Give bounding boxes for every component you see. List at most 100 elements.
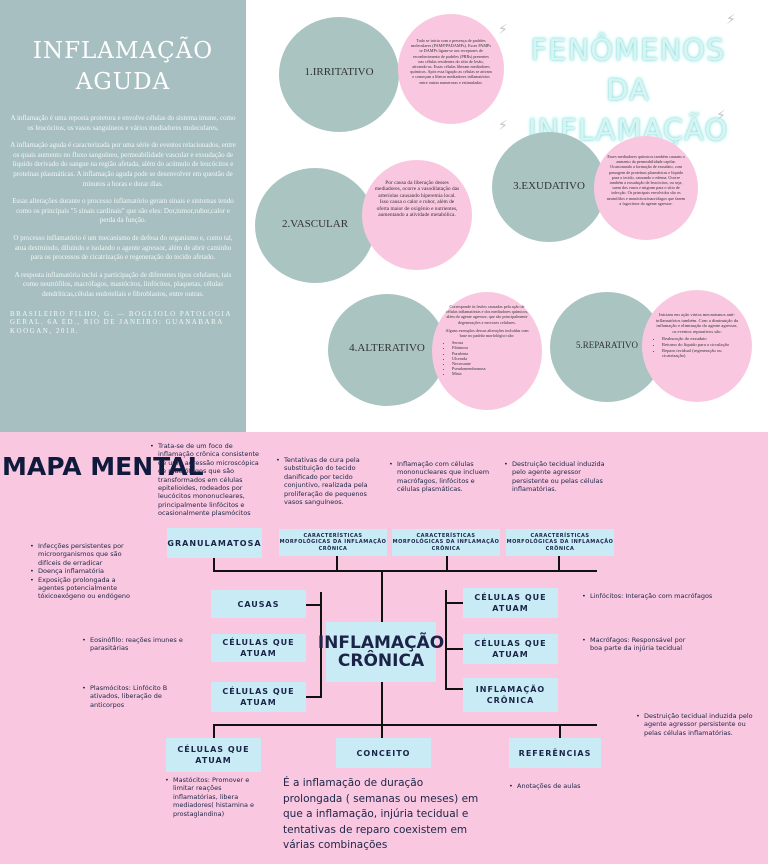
paragraph: O processo inflamatório é um mecanismo d… (13, 233, 233, 262)
note-item: Trata-se de um foco de inflamação crônic… (150, 442, 262, 518)
note-granulomatosa: Trata-se de um foco de inflamação crônic… (150, 442, 262, 518)
connector (213, 724, 215, 740)
connector (336, 556, 338, 572)
morphology-box: CARACTERÍSTICAS MORFOLÓGICAS DA INFLAMAÇ… (279, 529, 387, 556)
phenomenon-alterativo-circle: 4.ALTERATIVO (328, 294, 446, 406)
phenomenon-label: 1.IRRITATIVO (304, 66, 374, 78)
paragraph: A inflamação aguda é caracterizada por u… (10, 141, 236, 188)
phenomenon-irritativo-circle: 1.IRRITATIVO (279, 17, 399, 132)
phenomenon-list: Serosa Fibrinosa Purulenta Ulcerada Necr… (452, 340, 530, 376)
list-item: Serosa (452, 340, 530, 345)
connector (446, 556, 448, 572)
connector (381, 682, 383, 726)
phenomenon-subtitle: Alguns exemplos dessas alterações incluí… (445, 327, 529, 339)
connector (445, 602, 463, 604)
phenomena-title: FENÔMENOS DA INFLAMAÇÃO (528, 33, 729, 147)
note-morphology: Inflamação com células mononucleares que… (389, 460, 499, 494)
phenomenon-description: Iniciam em ação vários mecanismos anti-i… (655, 312, 739, 334)
paragraph: A resposta inflamatória inclui a partici… (14, 270, 232, 298)
connector (306, 604, 322, 606)
connector (306, 696, 322, 698)
reference: BRASILEIRO FILHO, G. — BOGLIOLO PATOLOGI… (10, 309, 232, 335)
phenomenon-exudativo-text-circle: Esses mediadores químicos também causam … (594, 136, 698, 240)
note-item: Anotações de aulas (509, 782, 609, 791)
phenomenon-text: Todo se inicia com a presença de padrões… (410, 38, 492, 85)
phenomenon-alterativo-text-circle: Corresponde às lesões causadas pela ação… (432, 292, 542, 410)
phenomenon-text: Corresponde às lesões causadas pela ação… (444, 304, 530, 377)
note-item: Plasmócitos: Linfócito B ativados, liber… (82, 684, 182, 709)
cells-box: CÉLULAS QUE ATUAM (166, 738, 261, 772)
connector (381, 570, 383, 622)
connector (213, 724, 597, 726)
center-topic: INFLAMAÇÃO CRÔNICA (318, 622, 444, 682)
phenomenon-reparativo-text-circle: Iniciam em ação vários mecanismos anti-i… (642, 290, 752, 402)
connector (213, 570, 597, 572)
list-item: Reabsorção do exsudato (662, 336, 740, 342)
morphology-box: CARACTERÍSTICAS MORFOLÓGICAS DA INFLAMAÇ… (392, 529, 500, 556)
lightning-icon: ⚡ (498, 22, 508, 38)
note-item: Inflamação com células mononucleares que… (389, 460, 499, 494)
concept-text: É a inflamação de duração prolongada ( s… (283, 777, 479, 851)
connector (559, 724, 561, 740)
note-morphology: Tentativas de cura pela substituição do … (276, 456, 386, 506)
phenomenon-irritativo-text-circle: Todo se inicia com a presença de padrões… (398, 14, 504, 124)
cells-box: CÉLULAS QUE ATUAM (463, 634, 558, 664)
connector (445, 688, 463, 690)
note-item: Macrófagos: Responsável por boa parte da… (582, 636, 694, 653)
list-item: Reparo tecidual (regeneração ou cicatriz… (662, 348, 740, 359)
note-eosinophil: Eosinófilo: reações imunes e parasitária… (82, 636, 194, 653)
note-item: Infecções persistentes por microorganism… (30, 542, 138, 567)
chronic-inflammation-box: INFLAMAÇÃO CRÔNICA (463, 678, 558, 712)
list-item: Necrosante (452, 361, 530, 366)
panel-title: INFLAMAÇÃO AGUDA (32, 38, 214, 95)
phenomenon-text: Por causa da liberação desses mediadores… (374, 180, 460, 219)
note-item: Tentativas de cura pela substituição do … (276, 456, 386, 506)
note-morphology: Destruição tecidual induzida pelo agente… (504, 460, 614, 494)
references-box: REFERÊNCIAS (509, 738, 601, 768)
note-references: Anotações de aulas (509, 782, 609, 791)
connector (445, 590, 447, 688)
connector (558, 556, 560, 572)
paragraph: A inflamação é uma reposta protetora e e… (10, 114, 236, 132)
phenomenon-label: 3.EXUDATIVO (513, 180, 585, 192)
note-mastocyte: Mastócitos: Promover e limitar reações i… (165, 776, 260, 818)
list-item: Pseudomembranosa (452, 366, 530, 371)
list-item: Fibrinosa (452, 345, 530, 350)
cells-box: CÉLULAS QUE ATUAM (211, 634, 306, 662)
phenomenon-text: Iniciam em ação vários mecanismos anti-i… (654, 312, 740, 359)
note-item: Mastócitos: Promover e limitar reações i… (165, 776, 260, 818)
connector (213, 556, 215, 572)
connector (445, 648, 463, 650)
connector (320, 592, 322, 697)
note-lymphocyte: Linfócitos: Interação com macrófagos (582, 592, 742, 601)
note-item: Doença inflamatória (30, 567, 138, 576)
phenomenon-exudativo-circle: 3.EXUDATIVO (492, 132, 606, 242)
list-item: Mista (452, 371, 530, 376)
phenomena-panel: FENÔMENOS DA INFLAMAÇÃO ⚡ ⚡ ⚡ ⚡ 1.IRRITA… (246, 0, 768, 432)
note-macrophage: Macrófagos: Responsável por boa parte da… (582, 636, 694, 653)
phenomenon-label: 4.ALTERATIVO (349, 342, 425, 354)
note-plasmocyte: Plasmócitos: Linfócito B ativados, liber… (82, 684, 182, 709)
connector (381, 724, 383, 740)
granulomatosa-box: GRANULAMATOSA (167, 528, 262, 558)
phenomenon-description: Corresponde às lesões causadas pela ação… (445, 304, 529, 325)
phenomenon-label: 2.VASCULAR (281, 218, 349, 230)
phenomenon-text: Esses mediadores químicos também causam … (606, 154, 686, 206)
note-item: Destruição tecidual induzida pelo agente… (636, 712, 760, 737)
list-item: Ulcerada (452, 356, 530, 361)
concept-box: CONCEITO (336, 738, 431, 768)
phenomenon-vascular-text-circle: Por causa da liberação desses mediadores… (362, 160, 472, 270)
note-item: Linfócitos: Interação com macrófagos (582, 592, 742, 601)
note-item: Exposição prolongada a agentes potencial… (30, 576, 138, 601)
panel-body: A inflamação é uma reposta protetora e e… (10, 114, 236, 300)
phenomenon-list: Reabsorção do exsudato Retorno do líquid… (662, 336, 740, 358)
note-causes: Infecções persistentes por microorganism… (30, 542, 138, 601)
lightning-icon: ⚡ (498, 118, 508, 134)
list-item: Purulenta (452, 351, 530, 356)
cells-box: CÉLULAS QUE ATUAM (211, 682, 306, 712)
mind-map-panel: MAPA MENTAL GRANULAMATOSA CARACTERÍSTICA… (0, 432, 768, 864)
phenomenon-vascular-circle: 2.VASCULAR (255, 168, 375, 283)
morphology-box: CARACTERÍSTICAS MORFOLÓGICAS DA INFLAMAÇ… (506, 529, 614, 556)
note-item: Eosinófilo: reações imunes e parasitária… (82, 636, 194, 653)
causes-box: CAUSAS (211, 590, 306, 618)
